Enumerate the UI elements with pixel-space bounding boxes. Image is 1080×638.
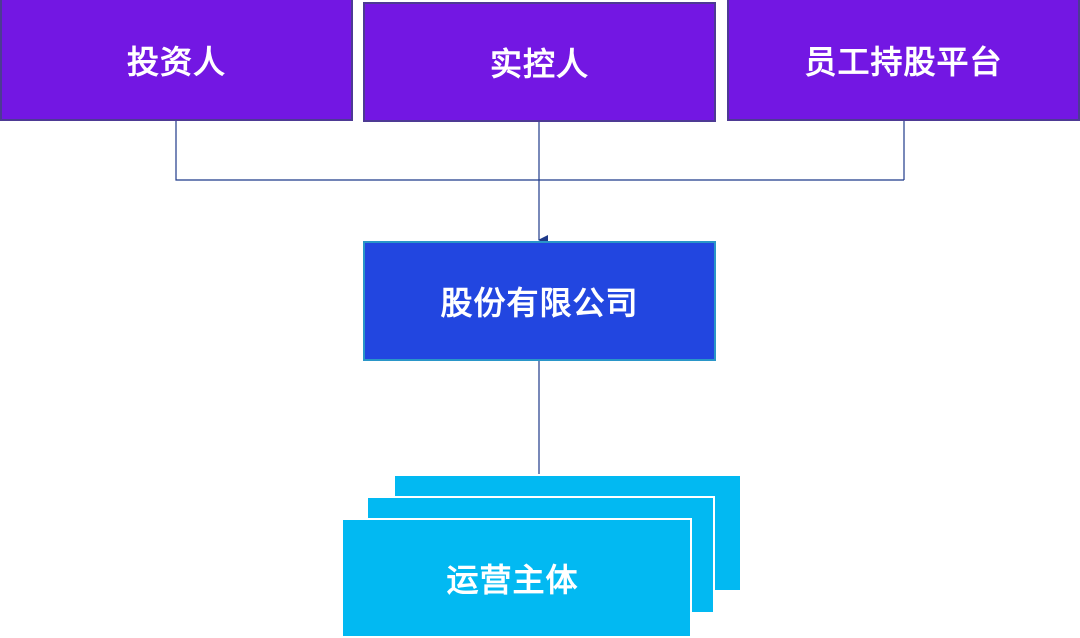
company-box: 股份有限公司 <box>363 241 716 361</box>
investor-label: 投资人 <box>126 42 226 81</box>
company-label: 股份有限公司 <box>440 284 639 322</box>
staff-platform-label: 员工持股平台 <box>804 42 1003 81</box>
operating-entity-front-card: 运营主体 <box>341 518 692 638</box>
operating-label: 运营主体 <box>446 561 579 599</box>
connector-investor <box>175 120 904 181</box>
staff-platform-box: 员工持股平台 <box>727 0 1080 121</box>
controller-box: 实控人 <box>363 2 716 122</box>
investor-box: 投资人 <box>0 0 353 121</box>
controller-label: 实控人 <box>489 45 589 83</box>
